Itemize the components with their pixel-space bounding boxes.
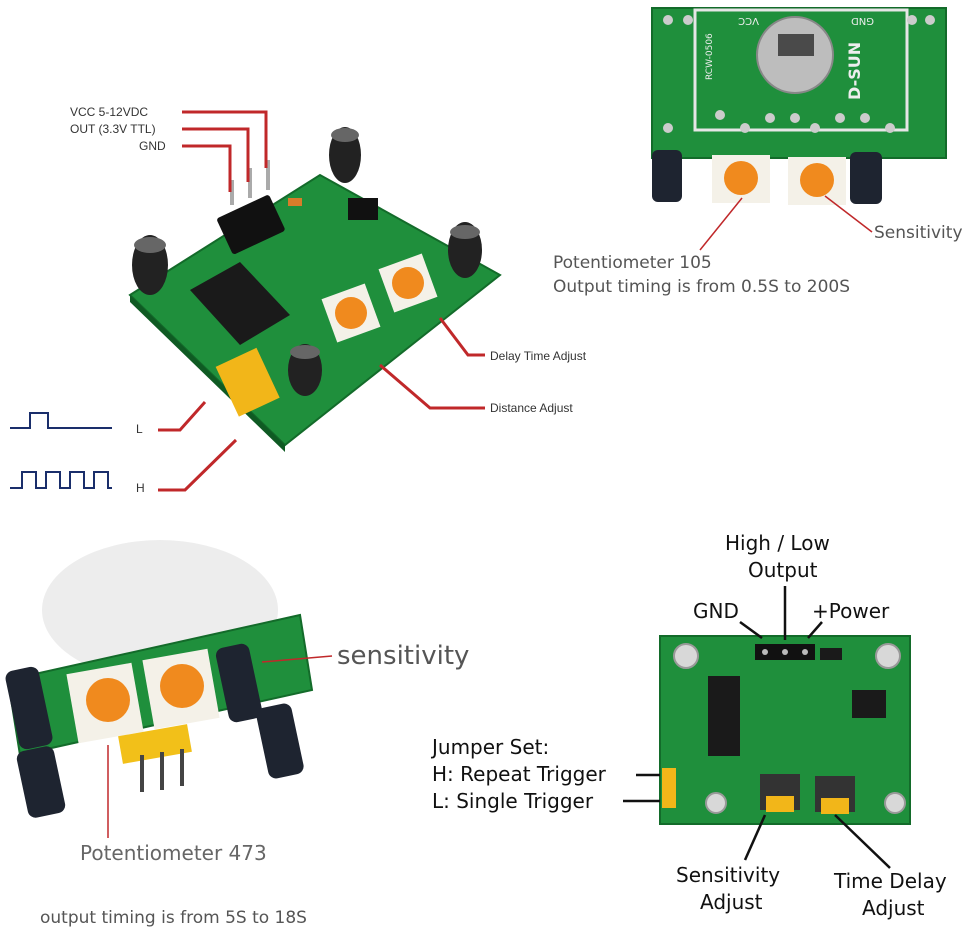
pin: [925, 15, 935, 25]
sensitivity-leader: [824, 195, 873, 233]
pin: [802, 649, 808, 655]
capacitor-top: [331, 128, 359, 142]
bottom-left-board: [5, 540, 314, 818]
pin: [765, 113, 775, 123]
smd-chip: [852, 690, 886, 718]
capacitor: [16, 746, 66, 818]
pin: [835, 113, 845, 123]
pin: [860, 113, 870, 123]
output-label-line2: Output: [748, 558, 818, 582]
timing-200s-label: Output timing is from 0.5S to 200S: [553, 277, 850, 297]
capacitor-top: [290, 345, 320, 359]
pin: [663, 123, 673, 133]
pcb-board: [128, 173, 502, 447]
high-waveform: [10, 471, 112, 489]
smd-part: [820, 648, 842, 660]
potentiometer-knob: [335, 297, 367, 329]
capacitor: [850, 152, 882, 204]
sens-adjust-line1: Sensitivity: [676, 863, 780, 887]
potentiometer-knob: [160, 664, 204, 708]
distance-leader: [379, 363, 485, 410]
silk-gnd: GND: [851, 15, 874, 26]
silk-vcc: VCC: [738, 15, 759, 26]
sensitivity-leader: [261, 655, 333, 663]
pin: [762, 649, 768, 655]
time-adjust-line2: Adjust: [862, 896, 925, 920]
gnd-label: GND: [693, 599, 739, 623]
capacitor-top: [134, 237, 166, 253]
silkscreen-frame: [693, 8, 909, 132]
bottom-right-board: [659, 635, 911, 825]
jumper-h-label: H: Repeat Trigger: [432, 762, 607, 786]
high-label: H: [136, 481, 145, 495]
pot-473-label: Potentiometer 473: [80, 841, 267, 865]
potentiometer-knob: [821, 798, 849, 814]
smd-part: [288, 198, 302, 206]
pin-header: [217, 195, 285, 254]
pir-window: [778, 34, 814, 56]
output-label-line1: High / Low: [725, 531, 830, 555]
sens-adjust-line2: Adjust: [700, 890, 763, 914]
ic-chip: [708, 676, 740, 756]
potentiometer-knob: [800, 163, 834, 197]
potentiometer-knob: [86, 678, 130, 722]
time-adjust-line1: Time Delay: [833, 869, 947, 893]
pin: [790, 113, 800, 123]
capacitor: [329, 127, 361, 183]
potentiometer-knob: [392, 267, 424, 299]
pin: [885, 123, 895, 133]
brand-text: D-SUN: [845, 42, 864, 100]
ic-chip: [190, 262, 290, 345]
pin: [663, 15, 673, 25]
pin-label-vcc: VCC 5-12VDC: [70, 105, 148, 119]
capacitor: [215, 643, 263, 723]
timing-18s-label: output timing is from 5S to 18S: [40, 908, 307, 928]
pin-leaders: [182, 110, 268, 192]
bottom-right-leaders: [623, 586, 891, 869]
pin: [715, 110, 725, 120]
pin: [740, 123, 750, 133]
pin-label-gnd: GND: [139, 139, 166, 153]
jumper: [662, 768, 676, 808]
capacitor: [256, 703, 304, 779]
capacitor: [5, 666, 53, 750]
pin: [907, 15, 917, 25]
top-sensitivity-label: Sensitivity: [874, 223, 963, 243]
delay-leader: [438, 317, 485, 357]
jumper-title: Jumper Set:: [430, 735, 549, 759]
delay-time-label: Delay Time Adjust: [490, 349, 587, 363]
low-waveform: [10, 412, 112, 429]
pin: [782, 649, 788, 655]
low-label: L: [136, 422, 143, 436]
mount-hole: [705, 792, 727, 814]
power-label: +Power: [812, 599, 890, 623]
jumper-l-label: L: Single Trigger: [432, 789, 594, 813]
low-leader: [158, 401, 207, 432]
pin: [683, 15, 693, 25]
mount-hole: [673, 643, 699, 669]
smd-chip: [348, 198, 378, 220]
top-right-board: VCC GND D-SUN RCW-0506: [651, 7, 947, 205]
pot-105-label: Potentiometer 105: [553, 253, 712, 273]
distance-label: Distance Adjust: [490, 401, 573, 415]
high-leader: [158, 438, 238, 492]
pot-leader: [699, 197, 743, 251]
bottom-sensitivity-label: sensitivity: [337, 641, 469, 671]
pin-label-out: OUT (3.3V TTL): [70, 122, 156, 136]
capacitor-top: [450, 225, 480, 239]
potentiometer-knob: [766, 796, 794, 812]
potentiometer-knob: [724, 161, 758, 195]
model-text: RCW-0506: [705, 33, 715, 80]
pin: [810, 123, 820, 133]
top-left-board: [128, 127, 502, 452]
capacitor: [652, 150, 682, 202]
mount-hole: [875, 643, 901, 669]
jumper: [215, 347, 280, 417]
mount-hole: [884, 792, 906, 814]
jumper: [118, 724, 192, 764]
